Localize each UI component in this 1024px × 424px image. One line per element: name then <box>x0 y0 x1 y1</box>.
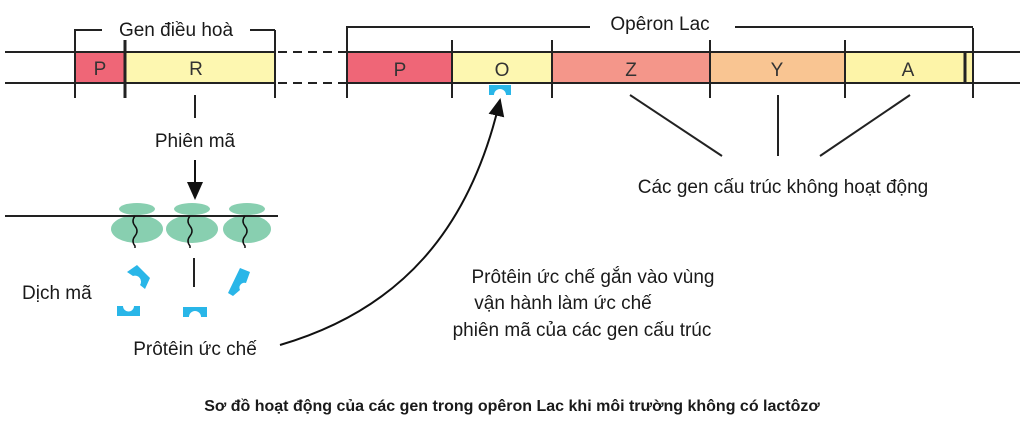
operon-label: Opêron Lac <box>610 14 709 35</box>
transcription-label: Phiên mã <box>155 131 236 152</box>
regulator-bracket <box>74 29 275 52</box>
repressor-icon <box>183 307 207 317</box>
repressor-label: Prôtêin ức chế <box>133 339 257 360</box>
segment-r-label: R <box>189 59 203 80</box>
segment-o-label: O <box>495 60 510 81</box>
regulator-promoter-segment <box>75 52 125 83</box>
regulator-gene: Gen điều hoà P R <box>5 20 276 98</box>
annotation-line-3: phiên mã của các gen cấu trúc <box>453 320 712 341</box>
mrna-ribosomes <box>5 203 278 248</box>
repressor-icon <box>117 306 140 316</box>
operator-segment <box>452 52 552 83</box>
regulator-r-segment <box>125 52 275 83</box>
segment-p-label: P <box>94 59 107 80</box>
operon-bracket <box>346 26 973 40</box>
gene-z-segment <box>552 52 710 83</box>
bound-repressor-icon <box>489 85 511 95</box>
annotation-line-2: vận hành làm ức chế <box>474 293 652 314</box>
segment-y-label: Y <box>771 60 784 81</box>
operon-promoter-segment <box>347 52 452 83</box>
lac-operon: Opêron Lac P O Z Y A <box>346 14 1020 98</box>
ribosome-icon <box>229 203 265 215</box>
figure-caption: Sơ đồ hoạt động của các gen trong opêron… <box>204 398 820 415</box>
binding-arrow <box>279 98 505 346</box>
ribosome-icon <box>119 203 155 215</box>
gene-a-segment <box>845 52 973 83</box>
repressor-icon <box>127 265 150 289</box>
ribosome-icon <box>174 203 210 215</box>
annotation-line-1: Prôtêin ức chế gắn vào vùng <box>472 266 715 288</box>
gene-y-segment <box>710 52 845 83</box>
translation-label: Dịch mã <box>22 283 92 304</box>
repressor-proteins <box>117 265 250 317</box>
structural-genes-note: Các gen cấu trúc không hoạt động <box>638 177 928 198</box>
structural-gene-pointers <box>629 94 911 157</box>
segment-z-label: Z <box>625 60 637 81</box>
regulator-label: Gen điều hoà <box>119 20 234 41</box>
segment-a-label: A <box>902 60 915 81</box>
dna-gap-dashes <box>278 51 346 84</box>
repressor-icon <box>228 268 250 296</box>
segment-p-label: P <box>394 60 407 81</box>
